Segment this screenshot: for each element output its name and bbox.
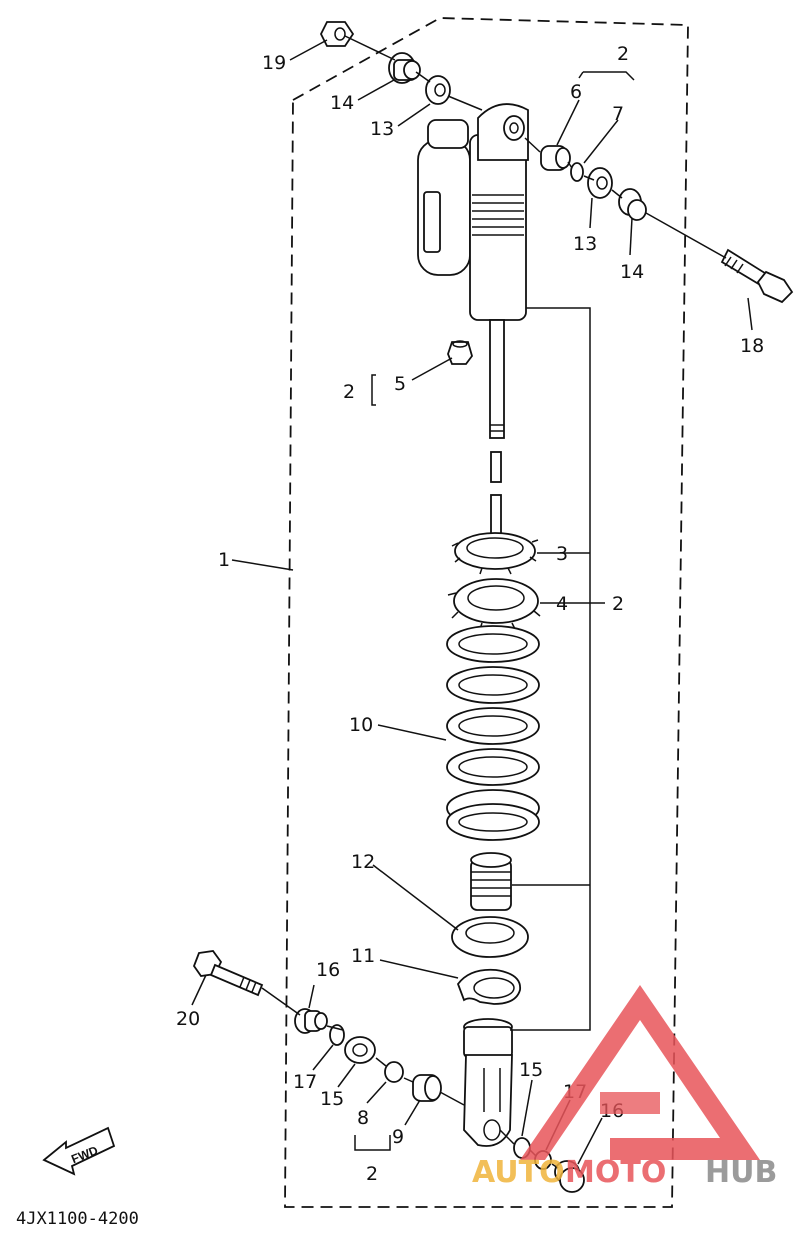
fwd-arrow: FWD: [42, 1126, 116, 1176]
label-assembly: 1: [218, 549, 230, 571]
label-bolt-cap: 5: [394, 373, 406, 395]
label-ring-nut-bottom: 4: [556, 593, 568, 615]
label-circlip-top: 7: [612, 103, 624, 125]
collar-bottom-right: [554, 1160, 585, 1193]
label-bearing-group-bolt: 2: [343, 381, 355, 403]
label-bearing-group-ring: 2: [612, 593, 624, 615]
label-collar-right: 14: [620, 261, 644, 283]
watermark-auto: AUTO: [472, 1155, 565, 1190]
shock-body-top: [417, 103, 529, 439]
label-bearing-bottom: 9: [392, 1126, 404, 1148]
watermark-moto: MOTO: [565, 1155, 666, 1190]
pushrod-upper: [490, 451, 502, 483]
label-spring-stopper: 11: [351, 945, 375, 967]
label-oil-seal-right: 13: [573, 233, 597, 255]
ring-nut-bottom: [447, 578, 541, 630]
bolt-cap: [447, 340, 473, 365]
bearing-top: [540, 145, 571, 171]
label-nut-top: 19: [262, 52, 286, 74]
circlip-top: [570, 162, 584, 182]
assembly-boundary: [284, 17, 689, 1208]
label-oil-seal-left: 13: [370, 118, 394, 140]
oil-seal-bottom-left: [344, 1036, 376, 1064]
collar-left: [388, 52, 421, 84]
nut-top: [319, 21, 355, 47]
automotohub-watermark: AUTO MOTO HUB: [472, 985, 777, 1190]
oil-seal-right: [587, 167, 613, 199]
bearing-bottom: [412, 1074, 442, 1102]
oil-seal-left: [425, 75, 451, 105]
bolt-top: [720, 248, 794, 304]
label-collar-left: 14: [330, 92, 354, 114]
spring: [446, 625, 540, 841]
watermark-hub: HUB: [705, 1155, 777, 1190]
bolt-bottom: [192, 950, 264, 997]
label-spring-guide: 12: [351, 851, 375, 873]
collar-bottom-left: [294, 1008, 328, 1034]
label-collar-bottom-left: 16: [316, 959, 340, 981]
circlip-bottom: [384, 1061, 404, 1083]
spring-guide: [451, 916, 529, 958]
ring-nut-top: [451, 532, 539, 575]
label-bolt-bottom: 20: [176, 1008, 200, 1030]
shock-lower-clevis: [463, 1018, 513, 1147]
watermark-triangle-logo: [520, 985, 760, 1160]
label-oil-seal-bottom-right: 15: [519, 1059, 543, 1081]
spring-stopper: [456, 968, 521, 1005]
label-oil-seal-bottom-left: 15: [320, 1088, 344, 1110]
drawing-code: 4JX1100-4200: [16, 1209, 139, 1229]
label-ring-nut-top: 3: [556, 543, 568, 565]
label-bearing-top: 6: [570, 81, 582, 103]
label-bearing-group-bottom: 2: [366, 1163, 378, 1185]
collar-right: [618, 188, 647, 221]
label-circlip-bottom: 8: [357, 1107, 369, 1129]
label-spring: 10: [349, 714, 373, 736]
label-washer-bottom-left: 17: [293, 1071, 317, 1093]
bump-stop: [470, 852, 512, 911]
label-bearing-group-top: 2: [617, 43, 629, 65]
label-bolt-top: 18: [740, 335, 764, 357]
